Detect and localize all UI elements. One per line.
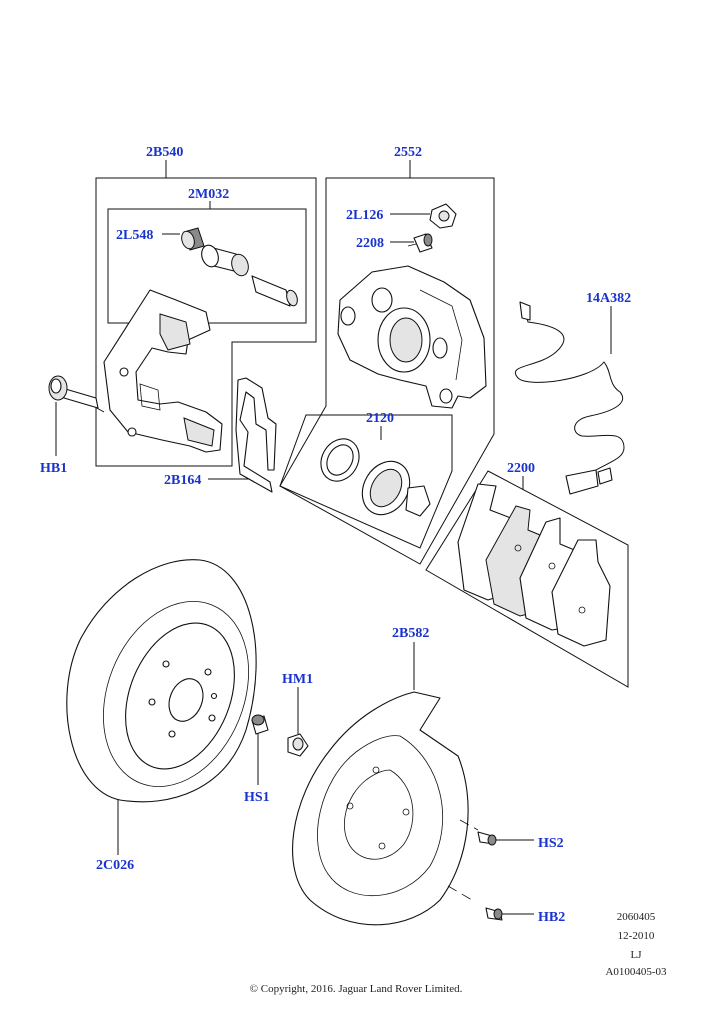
- caliper-carrier-2b540: [103, 289, 223, 453]
- screw-hs1: [251, 714, 269, 735]
- brake-disc-2c026: [66, 559, 257, 803]
- group-box-2200: [425, 470, 629, 688]
- callout-2b582: 2B582: [392, 626, 429, 641]
- callout-2m032: 2M032: [188, 187, 229, 202]
- backing-plate-2b582: [292, 691, 479, 926]
- bolt-hs2: [477, 831, 497, 846]
- nut-hm1: [287, 733, 309, 757]
- group-box-2b540: [95, 177, 317, 467]
- caliper-2552: [337, 265, 487, 409]
- callout-2l126: 2L126: [346, 208, 383, 223]
- spring-clip-2b164: [235, 377, 277, 493]
- bolt-hb2: [485, 907, 503, 921]
- callout-2b164: 2B164: [164, 473, 201, 488]
- seal-kit-2120: [320, 438, 431, 517]
- bleed-screw-2208: [407, 233, 433, 253]
- bleed-cap-2l126: [429, 203, 457, 229]
- callout-hb2: HB2: [538, 910, 565, 925]
- callout-hm1: HM1: [282, 672, 313, 687]
- group-box-2120: [279, 414, 453, 549]
- drawing-initials: LJ: [631, 949, 643, 961]
- drawing-number: 2060405: [617, 911, 656, 923]
- callout-14a382: 14A382: [586, 291, 631, 306]
- callout-2b540: 2B540: [146, 145, 183, 160]
- callout-2c026: 2C026: [96, 858, 134, 873]
- group-box-2m032: [107, 208, 307, 324]
- copyright-notice: © Copyright, 2016. Jaguar Land Rover Lim…: [250, 983, 463, 995]
- drawing-reference: A0100405-03: [605, 966, 667, 978]
- callout-hb1: HB1: [40, 461, 67, 476]
- drawing-date: 12-2010: [618, 930, 655, 942]
- wear-sensor-14a382: [515, 301, 625, 495]
- callout-2208: 2208: [356, 236, 384, 251]
- callout-2552: 2552: [394, 145, 422, 160]
- brake-pad-set-2200: [457, 483, 611, 647]
- callout-hs2: HS2: [538, 836, 564, 851]
- group-box-2552: [279, 177, 495, 565]
- callout-2200: 2200: [507, 461, 535, 476]
- callout-2l548: 2L548: [116, 228, 153, 243]
- bolt-hb1: [48, 375, 99, 409]
- leader-lines: [55, 160, 612, 915]
- callout-2120: 2120: [366, 411, 394, 426]
- guide-pin-kit-2m032: [181, 227, 298, 307]
- callout-hs1: HS1: [244, 790, 270, 805]
